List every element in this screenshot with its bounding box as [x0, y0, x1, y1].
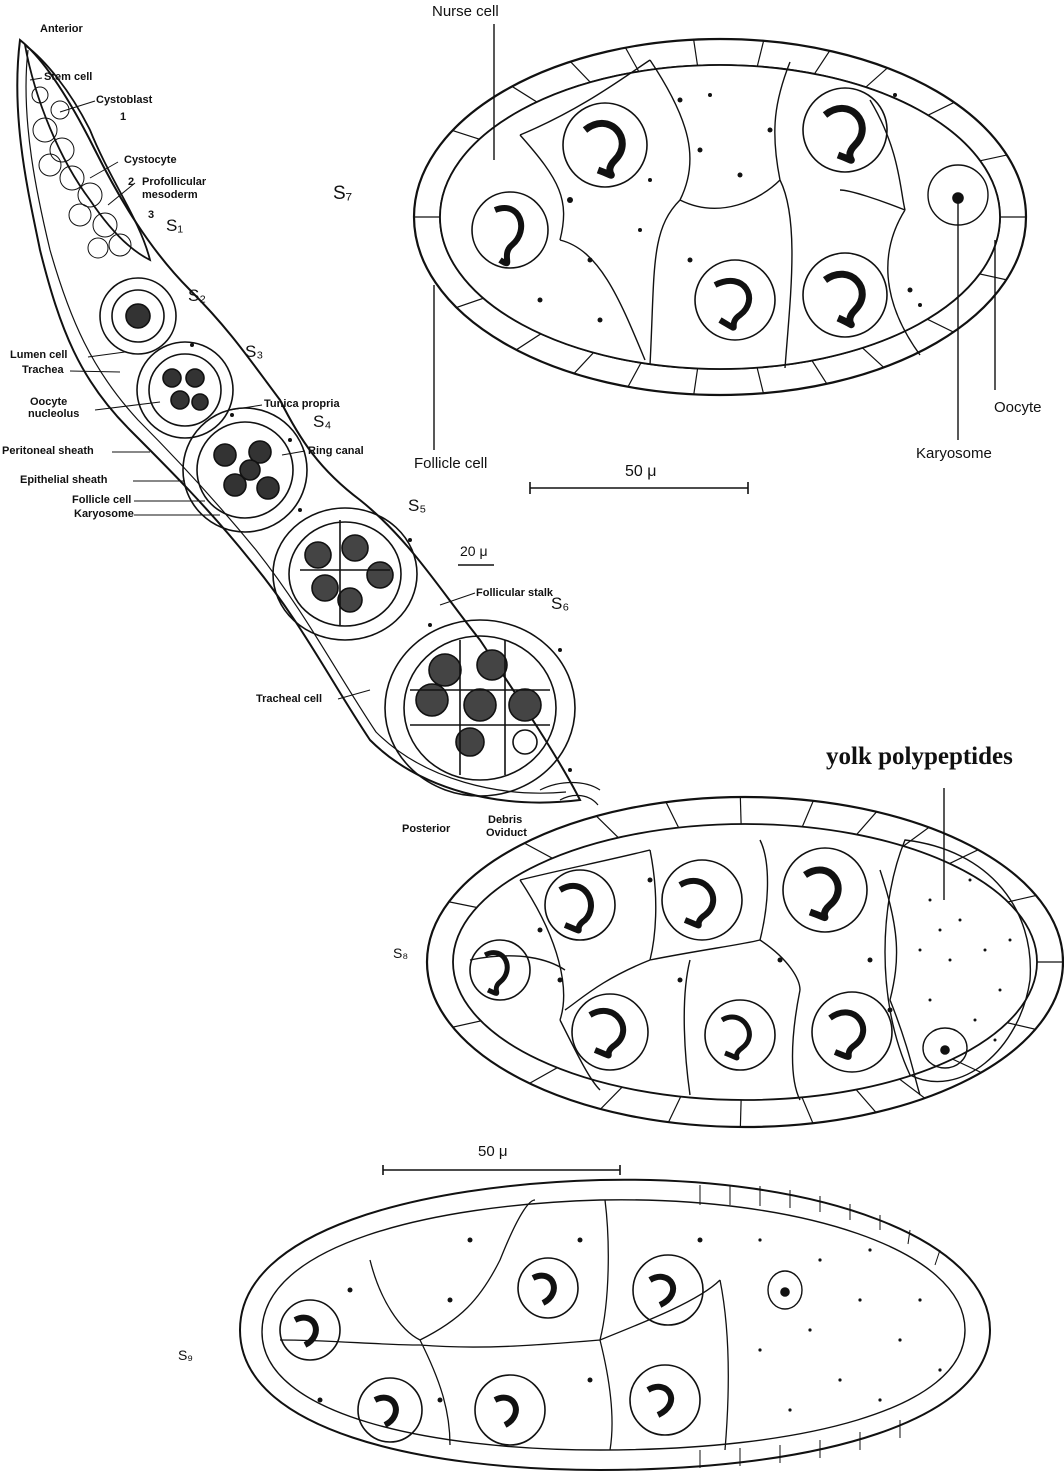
- label-profollicular: Profollicular: [142, 177, 206, 188]
- stage-s2: S₂: [188, 290, 206, 301]
- label-karyosome: Karyosome: [916, 446, 992, 462]
- egg-chamber-s5: [273, 508, 417, 640]
- label-scale-50-mid: 50 μ: [478, 1146, 508, 1157]
- label-mesoderm: mesoderm: [142, 190, 198, 201]
- label-epithelial-sheath: Epithelial sheath: [20, 475, 107, 486]
- label-scale-50-top: 50 μ: [625, 466, 656, 477]
- label-posterior: Posterior: [402, 824, 450, 835]
- label-follicle-cell-small: Follicle cell: [72, 495, 131, 506]
- s9-nurse-nuclei: [280, 1255, 802, 1445]
- egg-chamber-s7: [400, 15, 1040, 494]
- egg-chamber-s4: [183, 408, 307, 532]
- label-peritoneal-sheath: Peritoneal sheath: [2, 446, 94, 457]
- egg-chamber-s2: [100, 278, 176, 354]
- label-cystocyte: Cystocyte: [124, 155, 177, 166]
- label-lumen-cell: Lumen cell: [10, 350, 67, 361]
- label-stem-cell: Stem cell: [44, 72, 92, 83]
- label-ring-canal: Ring canal: [308, 446, 364, 457]
- label-debris: Debris: [488, 815, 522, 826]
- stage-s6: S₆: [551, 598, 569, 609]
- label-tracheal-cell: Tracheal cell: [256, 694, 322, 705]
- label-tunica-propria: Tunica propria: [264, 399, 340, 410]
- egg-chamber-s6: [385, 620, 575, 796]
- label-oocyte-nucleolus-1: Oocyte: [30, 397, 67, 408]
- label-anterior: Anterior: [40, 24, 83, 35]
- label-yolk-polypeptides: yolk polypeptides: [826, 744, 1013, 770]
- label-oviduct: Oviduct: [486, 828, 527, 839]
- stage-s1: S₁: [166, 220, 183, 231]
- egg-chamber-s9: [240, 1180, 990, 1470]
- label-trachea: Trachea: [22, 365, 64, 376]
- label-karyosome-small: Karyosome: [74, 509, 134, 520]
- stage-s9: S₉: [178, 1350, 193, 1361]
- s9-inner-boundary: [262, 1200, 965, 1450]
- label-nurse-cell: Nurse cell: [432, 4, 499, 20]
- scale-bar-50-top: [530, 482, 748, 494]
- egg-chamber-s8: [383, 785, 1064, 1175]
- label-cystoblast: Cystoblast: [96, 95, 152, 106]
- stage-s5: S₅: [408, 500, 426, 511]
- label-num-3: 3: [148, 210, 154, 221]
- label-follicle-cell: Follicle cell: [414, 456, 487, 472]
- s9-follicle-ring: [700, 1185, 940, 1468]
- stage-s4: S₄: [313, 416, 331, 427]
- label-scale-20: 20 μ: [460, 546, 488, 557]
- egg-chamber-s3: [137, 342, 233, 438]
- stage-s3: S₃: [245, 346, 263, 357]
- label-num-1: 1: [120, 112, 126, 123]
- scale-bar-50-mid: [383, 1165, 620, 1175]
- label-oocyte-nucleolus-2: nucleolus: [28, 409, 79, 420]
- stage-s8: S₈: [393, 948, 408, 959]
- label-oocyte: Oocyte: [994, 400, 1042, 416]
- label-follicular-stalk: Follicular stalk: [476, 588, 553, 599]
- stage-s7: S₇: [333, 188, 352, 199]
- label-num-2: 2: [128, 177, 134, 188]
